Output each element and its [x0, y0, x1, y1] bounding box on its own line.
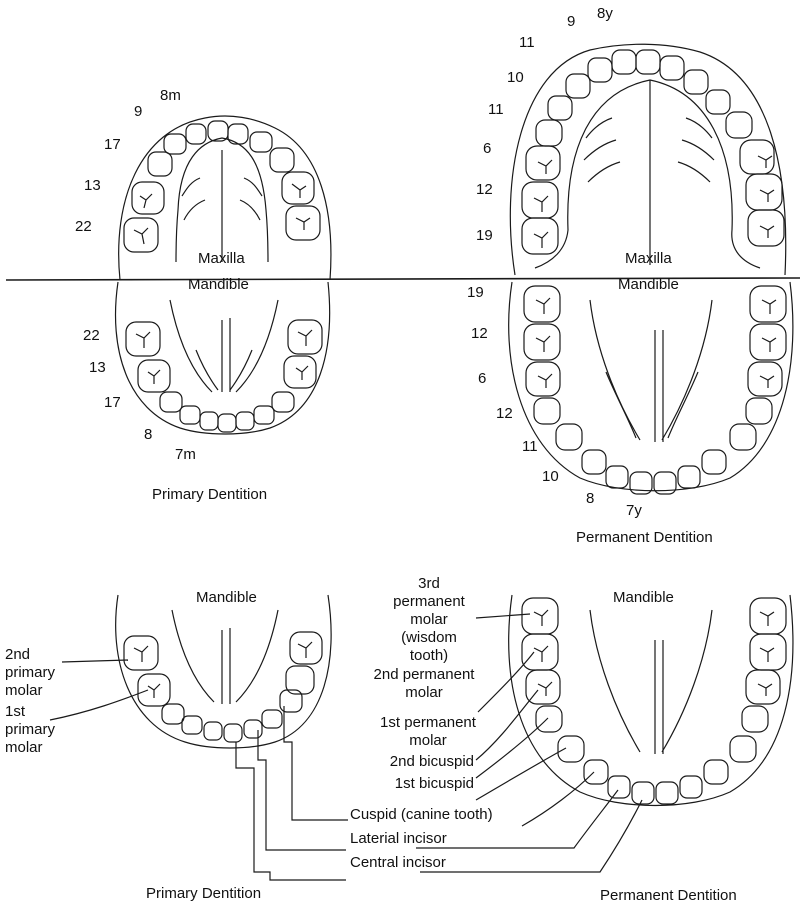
label-2nd-primary-molar: 2nd primary molar: [5, 646, 71, 700]
primary-maxilla-label: Maxilla: [198, 250, 245, 268]
eruption-time-label: 12: [476, 181, 493, 199]
primary-dentition-caption: Primary Dentition: [146, 885, 261, 903]
eruption-time-label: 10: [542, 468, 559, 486]
eruption-time-label: 13: [89, 359, 106, 377]
permanent-dentition-caption: Permanent Dentition: [576, 529, 713, 547]
permanent-maxilla-label: Maxilla: [625, 250, 672, 268]
eruption-time-label: 6: [478, 370, 486, 388]
eruption-time-label: 11: [522, 438, 538, 456]
eruption-time-label: 13: [84, 177, 101, 195]
label-2nd-bicuspid: 2nd bicuspid: [362, 753, 474, 771]
label-lateral-incisor: Laterial incisor: [350, 830, 447, 848]
eruption-time-label: 17: [104, 136, 121, 154]
primary-dentition-caption: Primary Dentition: [152, 486, 267, 504]
eruption-time-label: 12: [471, 325, 488, 343]
eruption-time-label: 8: [586, 490, 594, 508]
eruption-time-label: 9: [567, 13, 575, 31]
label-3rd-permanent-molar: 3rd permanent molar (wisdom tooth): [384, 575, 474, 665]
label-1st-primary-molar: 1st primary molar: [5, 703, 71, 757]
eruption-time-label: 12: [496, 405, 513, 423]
label-cuspid: Cuspid (canine tooth): [350, 806, 493, 824]
primary-mandible-label: Mandible: [196, 589, 257, 607]
eruption-time-label: 10: [507, 69, 524, 87]
eruption-time-label: 17: [104, 394, 121, 412]
label-central-incisor: Central incisor: [350, 854, 446, 872]
primary-mandible-arch: [116, 282, 330, 434]
eruption-time-label: 9: [134, 103, 142, 121]
permanent-dentition-caption: Permanent Dentition: [600, 887, 737, 905]
eruption-time-label: 8m: [160, 87, 181, 105]
maxilla-mandible-divider: [6, 278, 800, 280]
eruption-time-label: 11: [519, 34, 535, 52]
eruption-time-label: 19: [467, 284, 484, 302]
label-2nd-permanent-molar: 2nd permanent molar: [368, 666, 480, 702]
eruption-time-label: 22: [83, 327, 100, 345]
eruption-time-label: 8y: [597, 5, 613, 23]
primary-mandible-arch-labeled: [50, 595, 348, 880]
primary-mandible-label: Mandible: [188, 276, 249, 294]
eruption-time-label: 11: [488, 101, 504, 119]
eruption-time-label: 6: [483, 140, 491, 158]
eruption-time-label: 22: [75, 218, 92, 236]
label-1st-bicuspid: 1st bicuspid: [362, 775, 474, 793]
permanent-mandible-label: Mandible: [613, 589, 674, 607]
eruption-time-label: 19: [476, 227, 493, 245]
label-1st-permanent-molar: 1st permanent molar: [376, 714, 480, 750]
permanent-mandible-arch: [509, 282, 793, 494]
eruption-time-label: 8: [144, 426, 152, 444]
eruption-time-label: 7m: [175, 446, 196, 464]
eruption-time-label: 7y: [626, 502, 642, 520]
permanent-mandible-label: Mandible: [618, 276, 679, 294]
permanent-maxilla-arch: [510, 44, 785, 275]
